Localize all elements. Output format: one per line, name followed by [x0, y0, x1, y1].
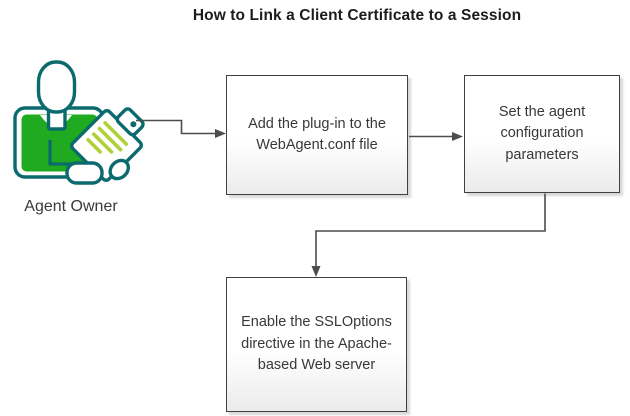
page-title: How to Link a Client Certificate to a Se…	[192, 7, 522, 24]
arrowhead-icon	[311, 266, 321, 277]
arrowhead-icon	[215, 129, 226, 138]
person-hand-icon	[65, 161, 104, 185]
step-label: Set the agent configuration parameters	[498, 103, 586, 163]
arrowhead-icon	[452, 132, 463, 141]
step-label: Enable the SSLOptions directive in the A…	[241, 314, 392, 374]
flow-box-step-2: Set the agent configuration parameters	[464, 75, 620, 193]
person-with-clipboard-icon	[13, 60, 145, 185]
actor-label: Agent Owner	[24, 198, 118, 215]
clipboard-side-tab-icon	[108, 158, 130, 181]
agent-owner-figure	[10, 55, 150, 195]
step-label: Add the plug-in to the WebAgent.conf fil…	[248, 115, 386, 154]
flow-box-step-1: Add the plug-in to the WebAgent.conf fil…	[226, 75, 408, 195]
clipboard-lines-icon	[86, 121, 129, 154]
flow-box-step-3: Enable the SSLOptions directive in the A…	[226, 277, 407, 412]
person-head-icon	[36, 60, 77, 131]
connector-step2-to-step3	[315, 193, 546, 267]
